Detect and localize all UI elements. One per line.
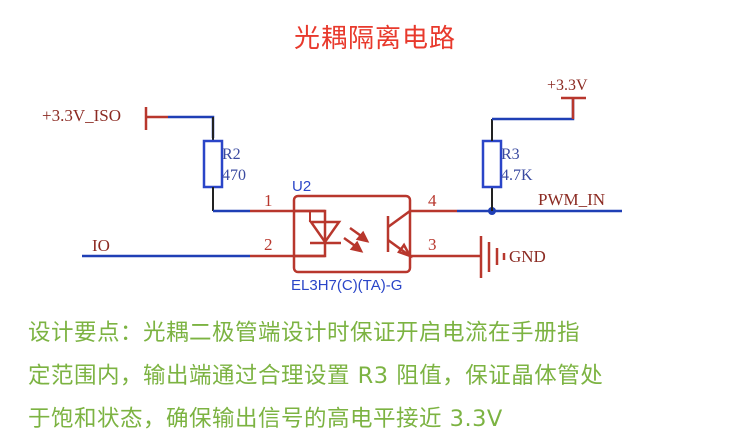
pin4-number: 4 [428, 191, 437, 210]
phototransistor-icon [386, 209, 413, 259]
net-label-vcc: +3.3V [547, 77, 588, 94]
diagram-title: 光耦隔离电路 [293, 24, 456, 54]
net-label-io: IO [92, 236, 110, 255]
note-line: 定范围内，输出端通过合理设置 R3 阻值，保证晶体管处 [28, 363, 604, 389]
light-emission-arrows-icon [343, 226, 370, 253]
u2-ref: U2 [292, 178, 311, 195]
r2-ref: R2 [222, 146, 241, 163]
r2-value: 470 [222, 167, 246, 184]
r3-value: 4.7K [501, 167, 533, 184]
resistor-r3: R3 4.7K [481, 139, 533, 189]
net-label-pwm-in: PWM_IN [538, 190, 605, 209]
r3-ref: R3 [501, 146, 520, 163]
note-line: 设计要点：光耦二极管端设计时保证开启电流在手册指 [28, 320, 581, 346]
u2-part-number: EL3H7(C)(TA)-G [291, 277, 402, 294]
note-line: 于饱和状态，确保输出信号的高电平接近 3.3V [28, 406, 503, 432]
design-notes: 设计要点：光耦二极管端设计时保证开启电流在手册指 定范围内，输出端通过合理设置 … [28, 312, 738, 441]
led-diode-icon [308, 220, 342, 245]
net-label-gnd: GND [509, 247, 546, 266]
ground-symbol-icon [479, 236, 506, 278]
wire-vcc-r3 [492, 98, 575, 121]
power-port-vcc-iso: +3.3V_ISO [42, 106, 168, 130]
wire-vcc-iso-r2 [168, 115, 215, 138]
pin2-number: 2 [264, 235, 273, 254]
pin3-number: 3 [428, 235, 437, 254]
resistor-r2: R2 470 [202, 139, 246, 189]
optocoupler-u2: U2 [292, 178, 413, 274]
net-label-vcc-iso: +3.3V_ISO [42, 106, 121, 125]
pin1-number: 1 [264, 191, 273, 210]
power-port-vcc: +3.3V [547, 77, 588, 119]
